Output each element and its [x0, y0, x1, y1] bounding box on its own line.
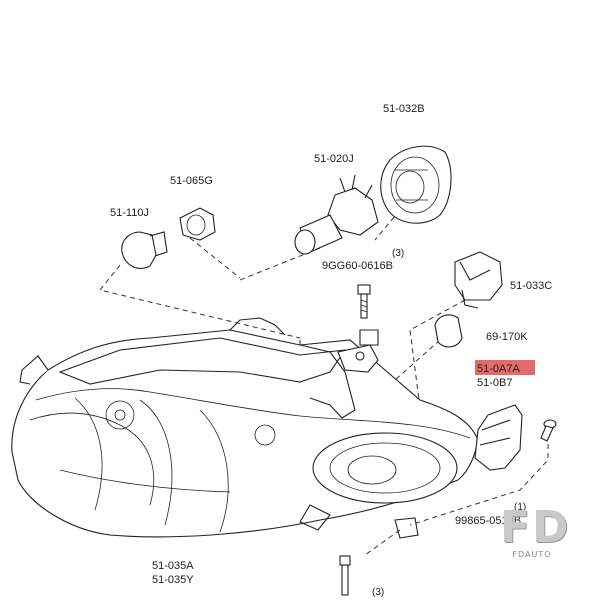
bulb-cover-51-032B [380, 145, 452, 224]
qty-99865-0516B: (1) [514, 502, 526, 513]
watermark-mark: FD [500, 502, 571, 553]
bulb-69-170K [434, 314, 463, 348]
label-51-033C: 51-033C [510, 280, 552, 292]
label-69-170K: 69-170K [486, 331, 528, 343]
mounting-bracket [337, 329, 379, 373]
label-51-032B: 51-032B [383, 103, 425, 115]
label-51-0B7: 51-0B7 [477, 377, 512, 389]
label-51-035Y: 51-035Y [152, 574, 194, 586]
watermark: FD FDAUTO [500, 502, 571, 564]
bolt-bottom [339, 555, 351, 596]
leveling-actuator-51-0A7A [474, 404, 523, 471]
qty-bottom-bolt: (3) [372, 587, 384, 598]
label-51-065G: 51-065G [170, 175, 213, 187]
socket-51-065G [179, 207, 216, 241]
highlight-51-0A7A [475, 360, 535, 375]
label-51-110J: 51-110J [110, 207, 149, 219]
label-51-0A7A: 51-0A7A [477, 363, 520, 375]
label-51-020J: 51-020J [314, 153, 354, 165]
watermark-text: FDAUTO [512, 550, 552, 559]
label-99865-0516B: 99865-0516B [455, 515, 521, 527]
headlamp-housing [11, 317, 479, 539]
label-9GG60-0616B: 9GG60-0616B [322, 260, 393, 272]
screw-99865-0516B [540, 419, 557, 442]
bolt-9GG60-0616B [357, 284, 371, 319]
label-51-035A: 51-035A [152, 560, 194, 572]
qty-9GG60-0616B: (3) [392, 248, 404, 259]
socket-51-033C [454, 251, 503, 309]
bulb-51-110J [121, 231, 168, 269]
bulb-51-020J [294, 174, 379, 255]
part-labels: 51-032B 51-020J 51-065G 51-110J (3) 9GG6… [110, 103, 552, 598]
